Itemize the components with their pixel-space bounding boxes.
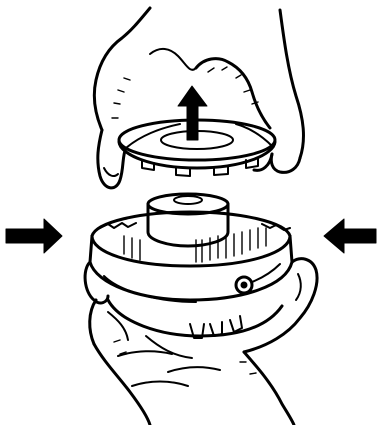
arrow-left-icon bbox=[324, 219, 376, 253]
spool-hub bbox=[148, 194, 228, 246]
arrow-right-icon bbox=[6, 219, 62, 253]
lower-hand bbox=[85, 259, 317, 425]
